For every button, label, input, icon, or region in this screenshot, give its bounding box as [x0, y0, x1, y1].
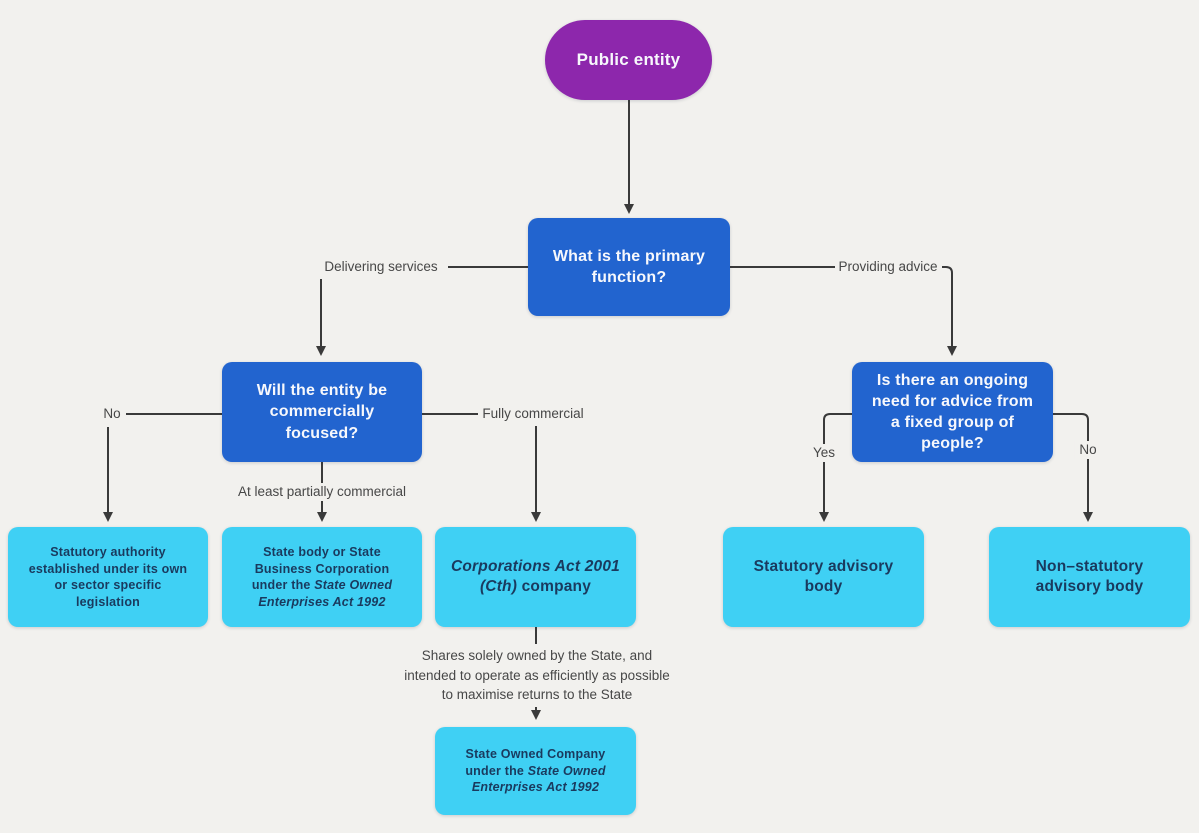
edge-label-shares-note: Shares solely owned by the State, and in…	[398, 644, 676, 707]
node-ongoing-need-question: Is there an ongoing need for advice from…	[852, 362, 1053, 462]
edge-label-at-least-partially-commercial: At least partially commercial	[232, 483, 412, 502]
edge-yes-to-statutory-advisory	[819, 413, 852, 522]
edge-providing-to-ongoing	[942, 266, 957, 356]
node-commercially-focused-question: Will the entity be commercially focused?	[222, 362, 422, 462]
node-primary-function-question: What is the primary function?	[528, 218, 730, 316]
edge-label-fully-commercial: Fully commercial	[482, 406, 584, 421]
edge-label-delivering-services: Delivering services	[324, 259, 438, 274]
node-state-body: State body or State Business Corporation…	[222, 527, 422, 627]
node-statutory-authority: Statutory authority established under it…	[8, 527, 208, 627]
node-statutory-advisory-body: Statutory advisory body	[723, 527, 924, 627]
node-public-entity: Public entity	[545, 20, 712, 100]
node-corporations-act-company: Corporations Act 2001 (Cth) company	[435, 527, 636, 627]
edge-label-providing-advice: Providing advice	[838, 259, 938, 274]
edge-no-to-nonstatutory-advisory	[1053, 413, 1093, 522]
node-state-owned-company: State Owned Company under the State Owne…	[435, 727, 636, 815]
edge-label-no-right: No	[1074, 441, 1102, 460]
edge-label-yes: Yes	[807, 444, 841, 463]
node-non-statutory-advisory-body: Non–statutory advisory body	[989, 527, 1190, 627]
edge-label-no-left: No	[103, 406, 121, 421]
